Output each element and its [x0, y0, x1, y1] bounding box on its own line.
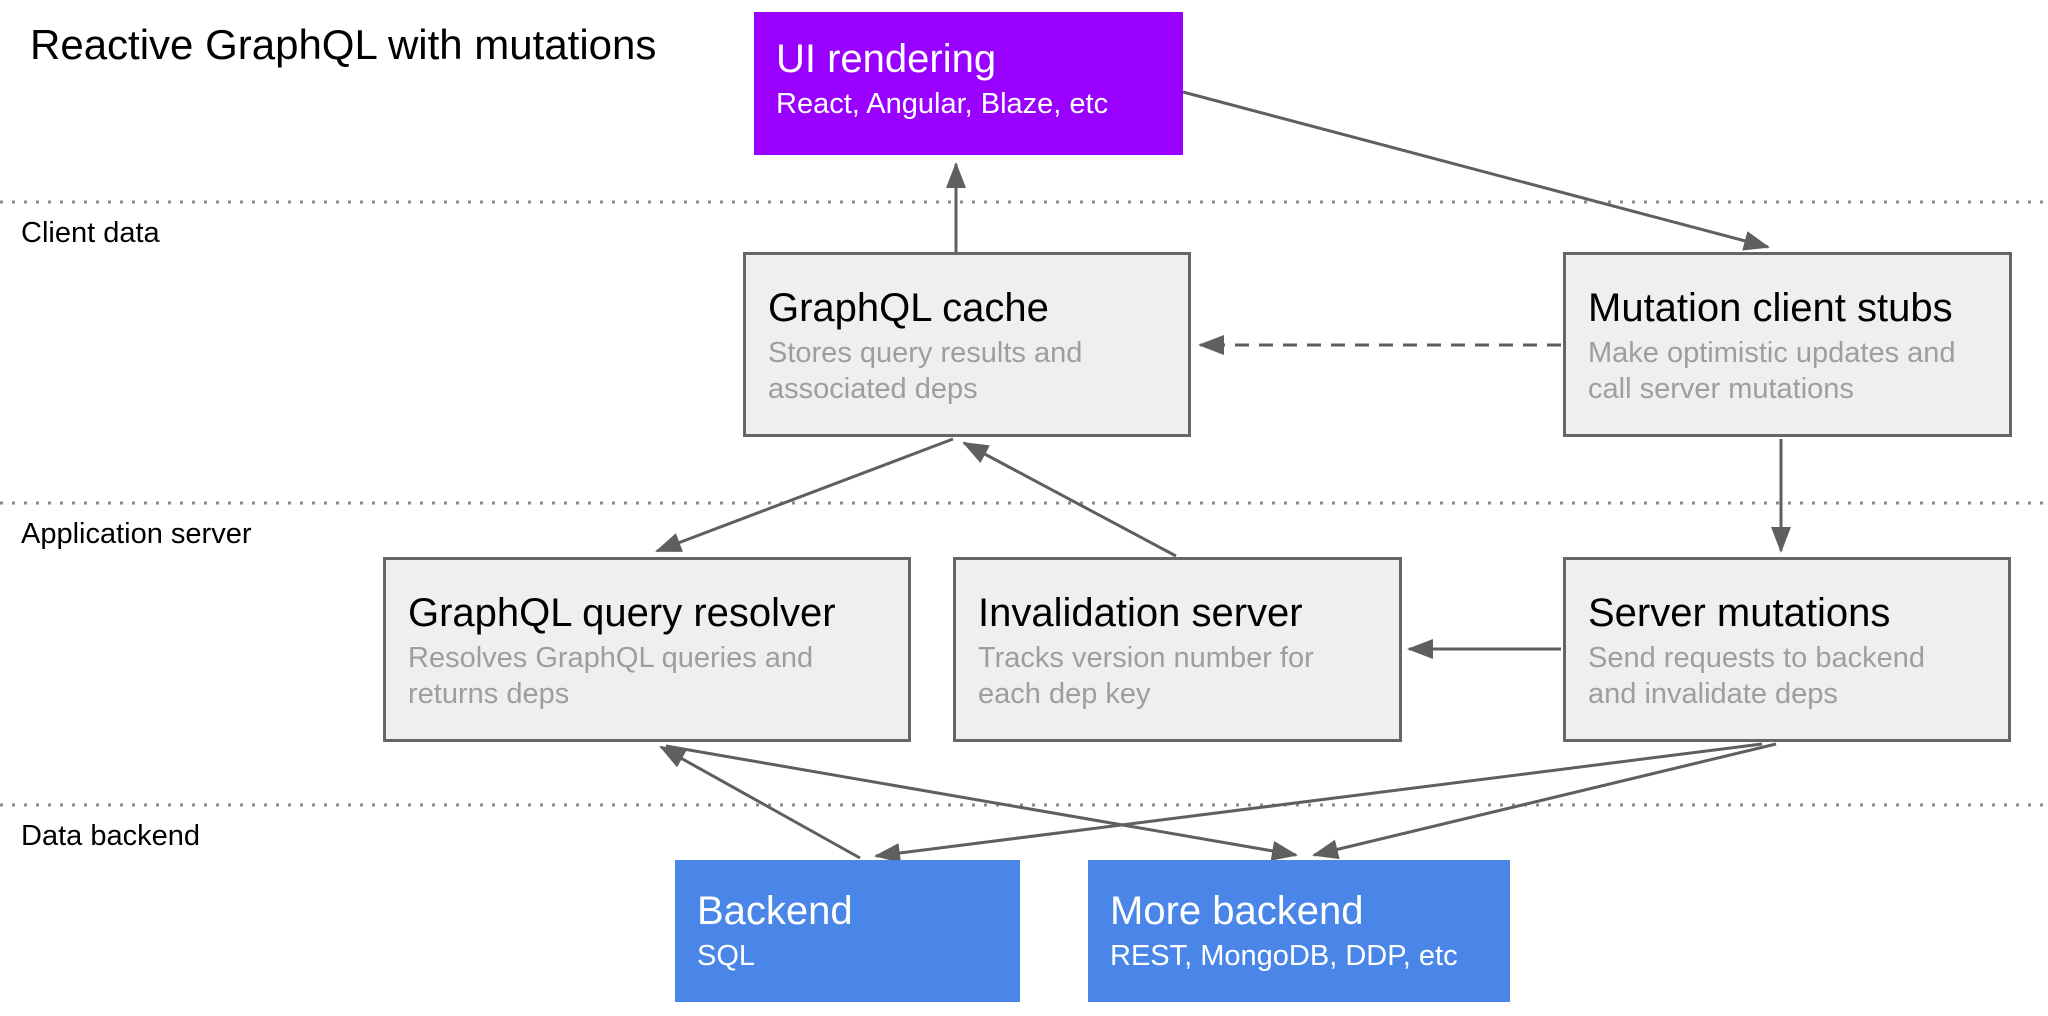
node-mutation-client-stubs: Mutation client stubs Make optimistic up… [1563, 252, 2012, 437]
arrow-ui-rendering-to-mutation-client-stubs [1182, 90, 1770, 251]
section-label-client-data: Client data [21, 217, 160, 249]
node-ui-rendering: UI rendering React, Angular, Blaze, etc [754, 12, 1183, 155]
node-subtitle: Tracks version number for each dep key [978, 642, 1314, 711]
node-title: Backend [697, 889, 853, 933]
section-label-application-server: Application server [21, 518, 252, 550]
node-title: Mutation client stubs [1588, 286, 1953, 330]
node-server-mutations: Server mutations Send requests to backen… [1563, 557, 2011, 742]
node-title: GraphQL query resolver [408, 591, 836, 635]
page-title: Reactive GraphQL with mutations [30, 21, 657, 68]
node-title: More backend [1110, 889, 1364, 933]
node-title: Invalidation server [978, 591, 1303, 635]
node-invalidation-server: Invalidation server Tracks version numbe… [953, 557, 1402, 742]
node-subtitle: SQL [697, 940, 756, 973]
node-more-backend: More backend REST, MongoDB, DDP, etc [1088, 860, 1510, 1002]
node-subtitle: Make optimistic updates and call server … [1588, 337, 1956, 406]
node-subtitle: REST, MongoDB, DDP, etc [1110, 940, 1458, 973]
node-subtitle: Stores query results and associated deps [768, 337, 1083, 406]
node-graphql-cache: GraphQL cache Stores query results and a… [743, 252, 1191, 437]
arrow-server-mutations-to-backend [874, 742, 1763, 863]
arrow-graphql-query-resolver-to-more-backend [665, 744, 1298, 861]
node-subtitle: React, Angular, Blaze, etc [776, 88, 1109, 121]
node-graphql-query-resolver: GraphQL query resolver Resolves GraphQL … [383, 557, 911, 742]
node-title: UI rendering [776, 37, 997, 81]
node-title: Server mutations [1588, 591, 1891, 635]
arrow-backend-to-graphql-query-resolver [659, 745, 861, 860]
arrow-invalidation-server-to-graphql-cache [962, 441, 1177, 558]
node-subtitle: Resolves GraphQL queries and returns dep… [408, 642, 814, 711]
section-label-data-backend: Data backend [21, 820, 200, 852]
node-subtitle: Send requests to backend and invalidate … [1588, 642, 1925, 711]
arrow-graphql-cache-to-graphql-query-resolver [655, 437, 954, 553]
node-title: GraphQL cache [768, 286, 1049, 330]
node-backend: Backend SQL [675, 860, 1020, 1002]
arrow-server-mutations-to-more-backend [1312, 742, 1777, 860]
